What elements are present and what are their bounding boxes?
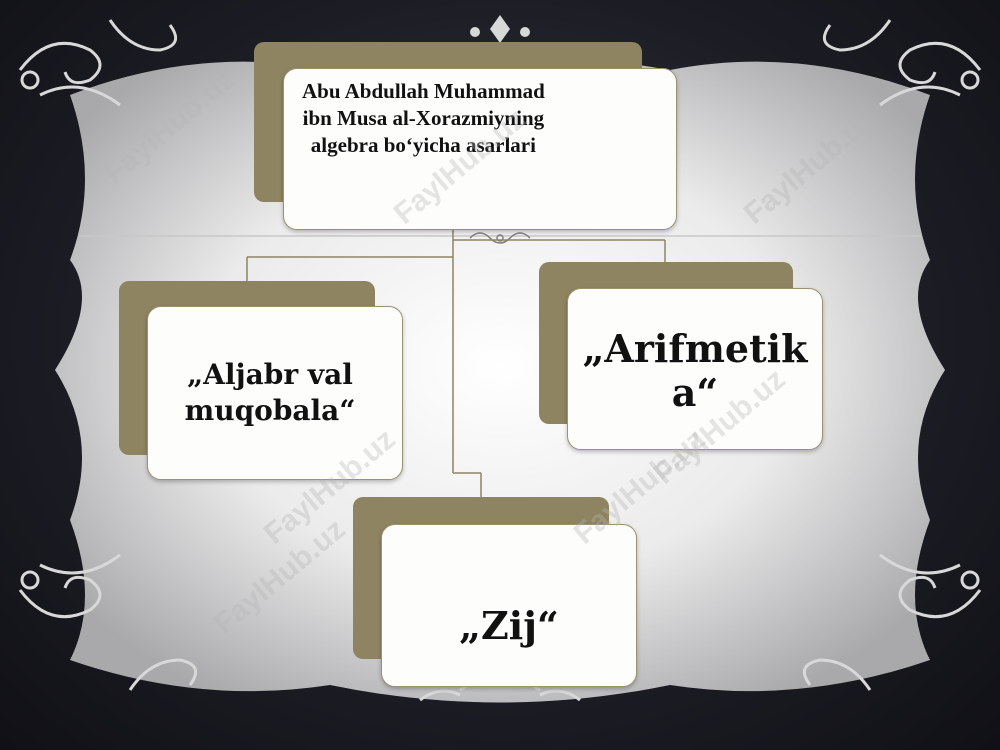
bottom-card-line: „Zij“ (459, 602, 559, 648)
root-title-line: algebra bo‘yicha asarlari (310, 133, 536, 157)
divider-flourish-icon (469, 232, 531, 244)
root-title-line: ibn Musa al-Xorazmiyning (302, 106, 545, 130)
bottom-card-label: „Zij“ (459, 602, 559, 648)
root-card: Abu Abdullah Muhammad ibn Musa al-Xorazm… (283, 68, 677, 230)
right-card-line: a“ (671, 370, 719, 415)
connectors (246, 228, 666, 498)
ornament-top-left-icon (18, 19, 178, 107)
root-title: Abu Abdullah Muhammad ibn Musa al-Xorazm… (302, 78, 545, 159)
bottom-card: „Zij“ (381, 524, 637, 687)
left-card-line: „Aljabr val (187, 358, 353, 391)
root-title-line: Abu Abdullah Muhammad (302, 79, 545, 103)
right-card-line: „Arifmetik (582, 326, 808, 371)
ornament-bottom-left-icon (18, 553, 198, 691)
ornament-bottom-right-icon (802, 553, 982, 691)
left-card-label: „Aljabr val muqobala“ (185, 357, 356, 429)
ornament-top-right-icon (822, 19, 982, 107)
right-card-label: „Arifmetik a“ (583, 327, 808, 415)
ornament-top-center-icon (470, 15, 530, 43)
left-card: „Aljabr val muqobala“ (147, 306, 403, 480)
left-card-line: muqobala“ (184, 394, 356, 427)
panel-background (55, 55, 945, 703)
right-card: „Arifmetik a“ (567, 288, 823, 450)
